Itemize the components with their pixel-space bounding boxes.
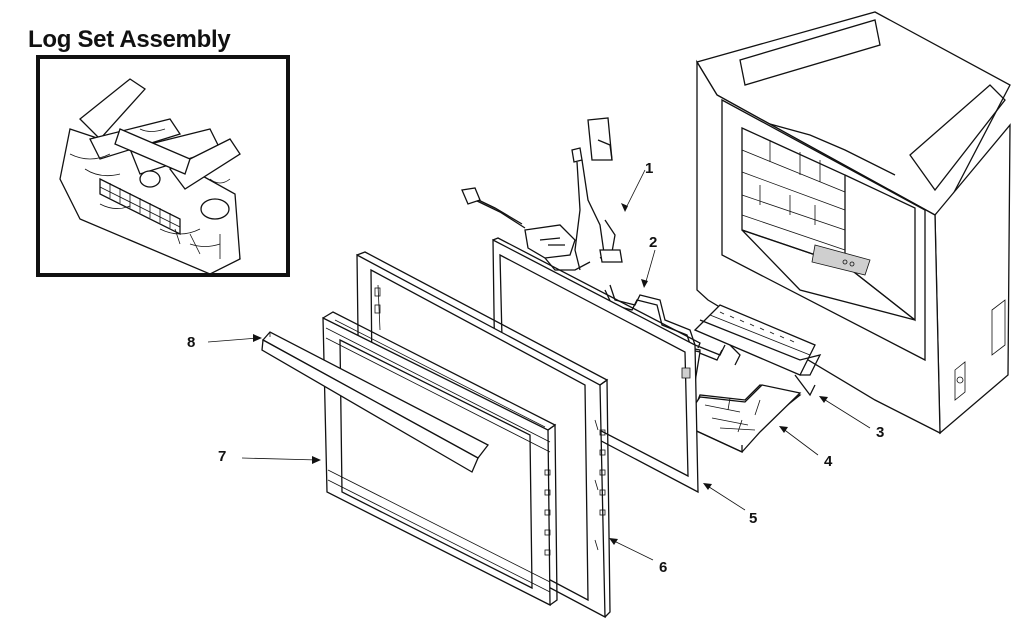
callout-numbers: 1 2 3 4 5 6 7 8 [187,160,884,576]
diagram-title: Log Set Assembly [28,26,231,53]
log-set-inset [36,55,290,277]
callout-1: 1 [645,160,653,177]
burner-tray [693,304,822,397]
hood [261,331,489,473]
callout-4: 4 [824,453,833,470]
firebox [696,11,1011,435]
callout-5: 5 [749,510,757,527]
glass-frame [492,237,701,494]
valve-assembly [461,117,623,271]
leader-lines [207,169,871,561]
callout-8: 8 [187,334,195,351]
callout-7: 7 [218,448,226,465]
callout-2: 2 [649,234,657,251]
log-set-illustration [59,78,241,275]
callout-3: 3 [876,424,884,441]
callout-6: 6 [659,559,667,576]
